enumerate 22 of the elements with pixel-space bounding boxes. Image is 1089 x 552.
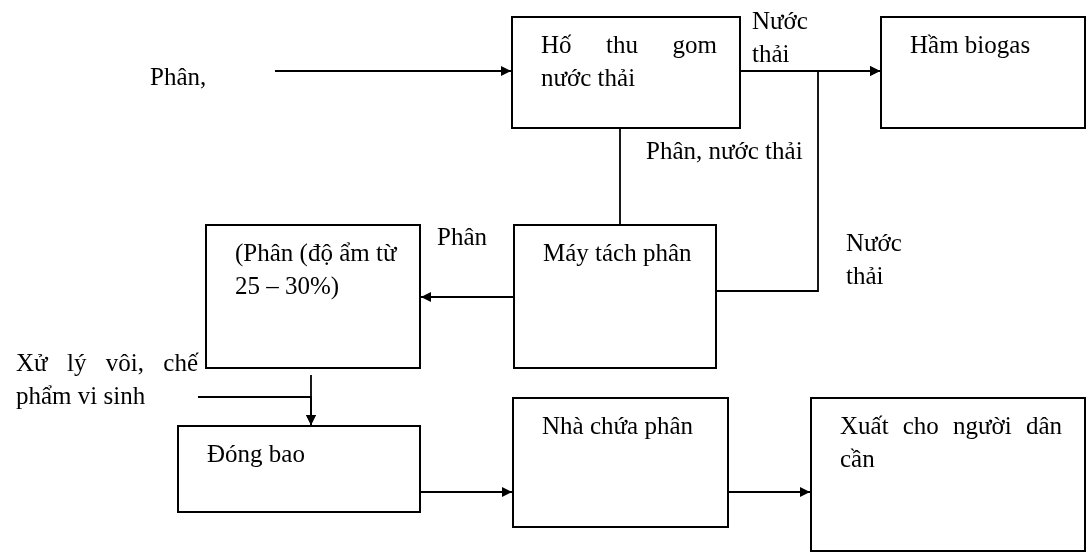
box-label: Hầm biogas: [910, 30, 1032, 60]
box-label: (Phân (độ ẩm từ 25 – 30%): [235, 238, 397, 301]
arrow: [728, 487, 811, 497]
arrow: [420, 292, 514, 302]
process-box: [205, 224, 421, 369]
box-label: Xuất cho người dân cần: [840, 411, 1062, 474]
process-box: [513, 224, 717, 369]
process-box: [880, 16, 1086, 129]
box-label: Hố thu gom nước thải: [541, 30, 717, 93]
input-label: Xử lý vôi, chế phẩm vi sinh: [16, 348, 198, 411]
box-label: Đóng bao: [207, 439, 306, 469]
process-box: [512, 397, 729, 528]
box-label: Máy tách phân: [543, 238, 693, 268]
process-box: [511, 16, 741, 129]
box-label: Nhà chứa phân: [542, 411, 694, 441]
input-label: Phân,: [150, 62, 208, 92]
arrow: [197, 396, 316, 426]
arrow: [274, 66, 512, 76]
process-box: [177, 425, 421, 513]
arrow: [716, 66, 881, 292]
process-box: [810, 397, 1086, 552]
arrow: [420, 487, 513, 497]
